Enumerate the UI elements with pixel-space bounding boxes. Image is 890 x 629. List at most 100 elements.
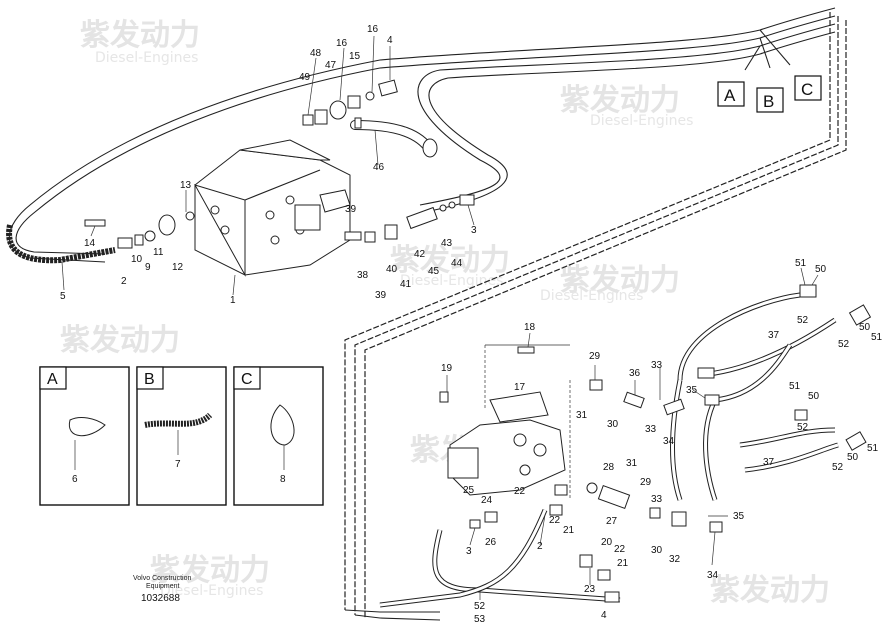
part-label: 9 xyxy=(145,262,151,273)
part-label: 51 xyxy=(795,258,807,269)
part-label: 52 xyxy=(797,315,809,326)
part-label: 52 xyxy=(832,462,844,473)
part-label: 31 xyxy=(576,410,588,421)
watermark-brand: 紫发动力 xyxy=(390,243,510,278)
leader-lines xyxy=(61,35,819,600)
document-number: 1032688 xyxy=(141,593,180,604)
caption-line2: Equipment xyxy=(146,583,180,590)
part-label: 23 xyxy=(584,584,596,595)
part-label: 11 xyxy=(153,247,164,258)
part-label: 47 xyxy=(325,60,337,71)
part-label: 24 xyxy=(481,495,493,506)
left-hose xyxy=(6,224,116,264)
clamp-6-icon xyxy=(68,417,106,437)
detail-letter-c: C xyxy=(241,371,253,388)
part-label: 20 xyxy=(601,537,613,548)
left-fittings xyxy=(84,211,195,249)
part-label: 21 xyxy=(617,558,629,569)
part-label: 48 xyxy=(310,48,322,59)
part-label: 31 xyxy=(626,458,638,469)
callout-letter-b: B xyxy=(763,92,774,111)
part-label: 22 xyxy=(514,486,526,497)
part-label: 29 xyxy=(589,351,601,362)
watermark-sub: Diesel-Engines xyxy=(160,583,263,599)
right-hose-network xyxy=(589,284,872,533)
part-label: 29 xyxy=(640,477,652,488)
part-label: 40 xyxy=(386,264,398,275)
hose-46-inner xyxy=(351,121,434,154)
part-label: 33 xyxy=(645,424,657,435)
detail-letter-b: B xyxy=(144,371,155,388)
callout-letters: A B C xyxy=(717,75,822,113)
part-label: 15 xyxy=(349,51,361,62)
part-label: 35 xyxy=(733,511,745,522)
watermark-brand: 紫发动力 xyxy=(80,18,200,53)
part-label: 41 xyxy=(400,279,412,290)
main-valve-block xyxy=(193,139,351,277)
part-label: 1 xyxy=(230,295,236,306)
part-label: 34 xyxy=(707,570,719,581)
part-label: 52 xyxy=(838,339,850,350)
watermark-group: 紫发动力 Diesel-Engines 紫发动力 Diesel-Engines … xyxy=(60,18,830,608)
part-label: 45 xyxy=(428,266,440,277)
detail-part-c: 8 xyxy=(280,474,286,485)
cable-tie-8-icon xyxy=(270,404,295,446)
part-label: 2 xyxy=(537,541,543,552)
detail-box-a: A 6 xyxy=(39,366,130,506)
part-label: 52 xyxy=(474,601,486,612)
detail-part-b: 7 xyxy=(175,459,181,470)
callout-letter-c: C xyxy=(801,80,813,99)
part-label: 52 xyxy=(797,422,809,433)
watermark-brand: 紫发动力 xyxy=(150,553,270,588)
part-label: 5 xyxy=(60,291,66,302)
callout-box-a xyxy=(717,81,745,107)
part-label: 51 xyxy=(871,332,883,343)
part-label: 25 xyxy=(463,485,475,496)
part-label: 39 xyxy=(375,290,387,301)
part-label: 50 xyxy=(847,452,859,463)
detail-box-c: C 8 xyxy=(233,366,324,506)
callout-letter-a: A xyxy=(724,86,736,105)
part-label: 16 xyxy=(367,24,379,35)
part-label: 22 xyxy=(549,515,561,526)
watermark-sub: Diesel-Engines xyxy=(590,113,693,129)
part-label: 4 xyxy=(601,610,607,621)
part-label: 39 xyxy=(345,204,357,215)
right-fittings-38-45 xyxy=(344,194,475,243)
part-label: 3 xyxy=(466,546,472,557)
part-label: 36 xyxy=(629,368,641,379)
part-label: 13 xyxy=(180,180,192,191)
part-label: 42 xyxy=(414,249,426,260)
watermark-brand: 紫发动力 xyxy=(560,263,680,298)
part-label: 35 xyxy=(686,385,698,396)
part-label: 22 xyxy=(614,544,626,555)
part-label: 33 xyxy=(651,494,663,505)
part-label: 3 xyxy=(471,225,477,236)
part-label: 2 xyxy=(121,276,127,287)
part-label: 37 xyxy=(763,457,775,468)
part-label: 51 xyxy=(867,443,879,454)
callout-box-c xyxy=(794,75,822,101)
hose-46-end xyxy=(422,138,438,158)
part-label: 33 xyxy=(651,360,663,371)
part-label: 27 xyxy=(606,516,618,527)
part-label: 10 xyxy=(131,254,143,265)
lower-valve-block xyxy=(439,344,571,500)
part-label: 30 xyxy=(651,545,663,556)
caption-line1: Volvo Construction xyxy=(133,575,191,582)
part-labels: 48 16 16 4 49 47 15 46 13 14 10 11 9 12 … xyxy=(60,24,883,625)
detail-box-b: B 7 xyxy=(136,366,227,506)
detail-part-a: 6 xyxy=(72,474,78,485)
part-label: 50 xyxy=(815,264,827,275)
part-label: 21 xyxy=(563,525,575,536)
part-label: 50 xyxy=(808,391,820,402)
lower-hose-set xyxy=(379,482,631,608)
part-label: 17 xyxy=(514,382,526,393)
document-caption: Volvo Construction Equipment 1032688 xyxy=(133,575,191,604)
callout-box-b xyxy=(756,87,784,113)
part-label: 18 xyxy=(524,322,536,333)
upper-hose-bundle xyxy=(8,7,836,263)
top-fittings xyxy=(302,79,398,129)
watermark-brand: 紫发动力 xyxy=(710,573,830,608)
